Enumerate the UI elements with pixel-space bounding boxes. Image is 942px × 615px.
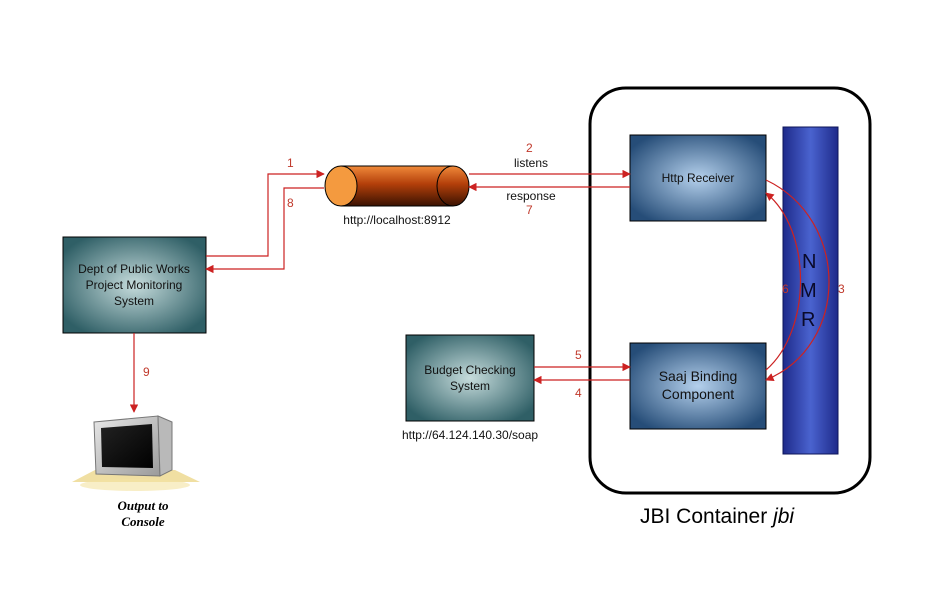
nmr-letter-m: M bbox=[800, 280, 817, 302]
saaj-binding-box bbox=[629, 342, 767, 430]
budget-label-2: System bbox=[450, 379, 490, 393]
output-console-label-2: Console bbox=[121, 514, 165, 529]
step-5-label: 5 bbox=[575, 348, 582, 362]
dept-label-3: System bbox=[114, 294, 154, 308]
output-console-label-1: Output to bbox=[118, 498, 169, 513]
arrow-step-6 bbox=[765, 192, 801, 371]
saaj-binding-label-1: Saaj Binding bbox=[659, 368, 738, 384]
dept-public-works-box bbox=[62, 236, 207, 334]
listens-label: listens bbox=[514, 156, 548, 170]
step-4-label: 4 bbox=[575, 386, 582, 400]
step-1-label: 1 bbox=[287, 156, 294, 170]
monitor-icon bbox=[72, 415, 200, 491]
dept-label-2: Project Monitoring bbox=[86, 278, 183, 292]
http-receiver-label: Http Receiver bbox=[662, 171, 735, 185]
http-receiver-box bbox=[629, 134, 767, 222]
arrow-step-8 bbox=[205, 187, 324, 274]
nmr-letter-r: R bbox=[801, 309, 815, 331]
step-3-label: 3 bbox=[838, 282, 845, 296]
nmr-letter-n: N bbox=[802, 251, 816, 273]
dept-label-1: Dept of Public Works bbox=[78, 262, 190, 276]
arrow-step-1 bbox=[206, 169, 325, 257]
step-9-label: 9 bbox=[143, 365, 150, 379]
step-8-label: 8 bbox=[287, 196, 294, 210]
budget-checking-box bbox=[405, 334, 535, 422]
localhost-url-label: http://localhost:8912 bbox=[343, 213, 451, 227]
pipe-endpoint bbox=[324, 165, 470, 207]
arrow-step-3 bbox=[765, 179, 830, 381]
step-7-label: 7 bbox=[526, 203, 533, 217]
response-label: response bbox=[506, 189, 556, 203]
soap-url-label: http://64.124.140.30/soap bbox=[402, 428, 538, 442]
budget-label-1: Budget Checking bbox=[424, 363, 515, 377]
saaj-binding-label-2: Component bbox=[662, 386, 734, 402]
step-6-label: 6 bbox=[782, 282, 789, 296]
step-2-label: 2 bbox=[526, 141, 533, 155]
jbi-container-title: JBI Container jbi bbox=[640, 505, 795, 528]
